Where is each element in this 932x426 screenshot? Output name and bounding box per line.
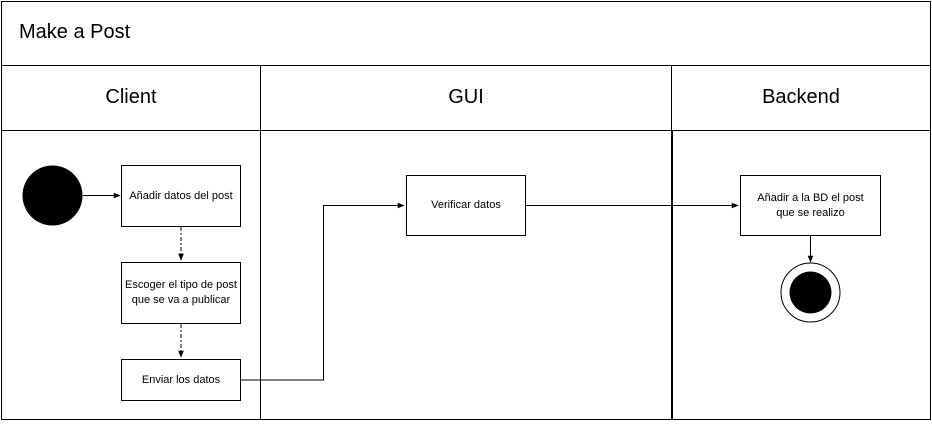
initial-node bbox=[22, 165, 83, 226]
final-node-core bbox=[789, 271, 832, 314]
action-box-verify-data bbox=[406, 175, 526, 236]
lane-title-backend: Backend bbox=[762, 86, 840, 108]
action-label-send-data: Enviar los datos bbox=[141, 373, 221, 386]
pool-title: Make a Post bbox=[19, 21, 131, 43]
action-label-add-to-db: Añadir a la BD el post que se realizo bbox=[757, 191, 864, 219]
action-label-add-post-data: Añadir datos del post bbox=[129, 189, 233, 202]
action-box-add-to-db bbox=[740, 175, 881, 236]
lane-title-client: Client bbox=[105, 86, 157, 108]
action-label-choose-post-type: Escoger el tipo de post que se va a publ… bbox=[125, 279, 237, 306]
lane-title-gui: GUI bbox=[448, 86, 484, 108]
action-box-add-post-data bbox=[121, 165, 241, 227]
edge-send-data-to-verify-data bbox=[241, 202, 405, 381]
action-box-send-data bbox=[121, 359, 241, 401]
action-box-choose-post-type bbox=[121, 262, 241, 324]
action-label-verify-data: Verificar datos bbox=[431, 199, 501, 211]
